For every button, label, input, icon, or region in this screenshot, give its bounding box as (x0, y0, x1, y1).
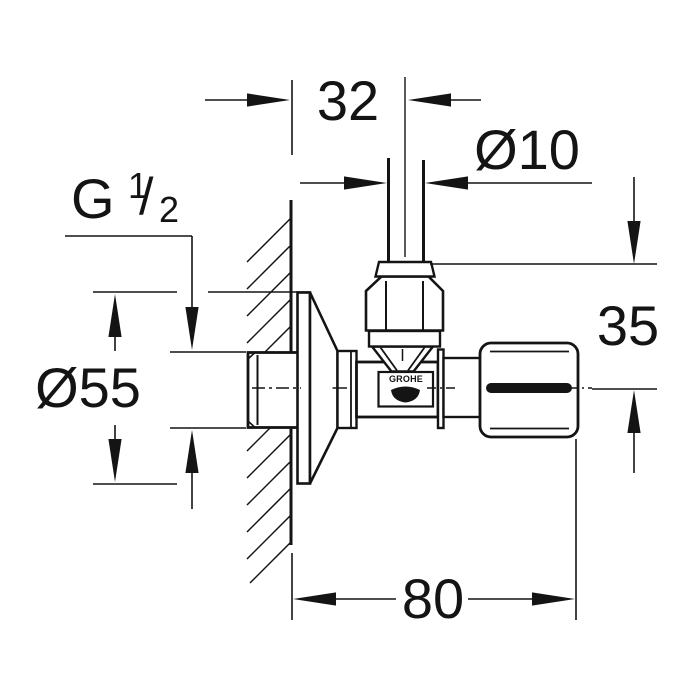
dimension-35 (430, 177, 657, 473)
dimension-d55 (93, 291, 310, 485)
nut-collar (367, 329, 442, 348)
pipe-flare (373, 260, 437, 278)
outlet-assembly (364, 158, 445, 373)
dimension-label-35: 35 (596, 294, 660, 357)
dimension-label-d10: Ø10 (474, 118, 580, 181)
dimension-label-g12: G 1 / 2 (65, 165, 205, 240)
compression-nut (364, 275, 445, 332)
handle-assembly (436, 341, 580, 439)
thread-prefix: G (71, 167, 115, 230)
dimension-80 (291, 439, 577, 620)
thread-numerator: 1 (128, 165, 149, 206)
thread-denominator: 2 (159, 189, 180, 230)
dimension-d10 (300, 176, 592, 190)
dimension-label-32: 32 (316, 69, 380, 132)
brand-plate (377, 370, 435, 408)
thread-slash: / (139, 168, 154, 226)
brand-wordmark: GROHE (388, 374, 423, 384)
brand-logo-mark (391, 386, 420, 403)
rosette-flange (296, 291, 358, 485)
dimension-32 (205, 77, 481, 257)
dimension-label-80: 80 (401, 567, 465, 630)
inlet-nipple (246, 351, 300, 429)
dimension-label-d55: Ø55 (35, 356, 141, 419)
dimension-g12 (65, 235, 246, 509)
